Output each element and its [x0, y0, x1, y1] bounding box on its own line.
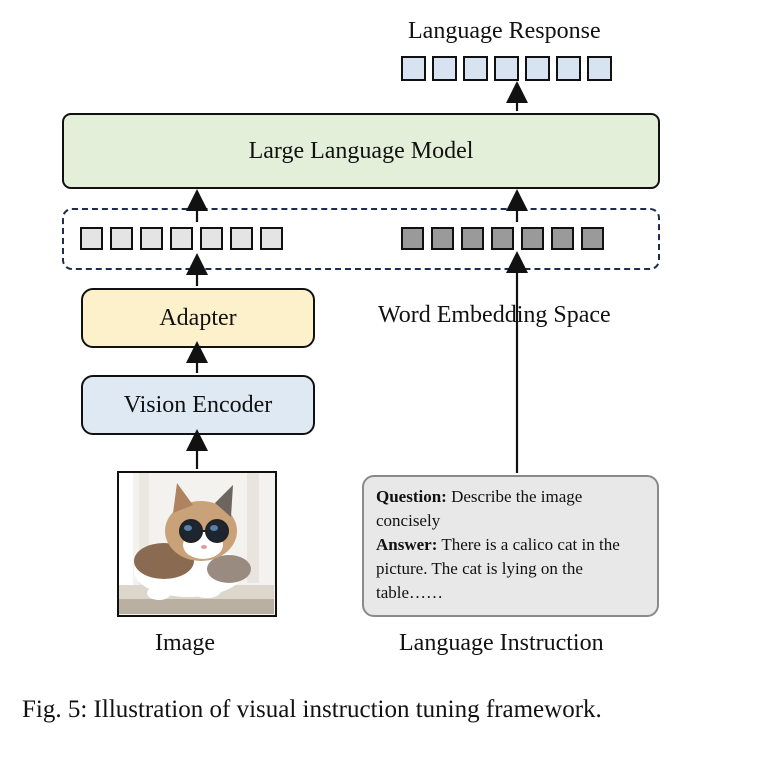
response-token: [432, 56, 457, 81]
text-token: [401, 227, 424, 250]
response-token: [556, 56, 581, 81]
large-language-model-label: Large Language Model: [248, 137, 474, 164]
question-text: Describe the image concisely: [376, 487, 583, 530]
adapter-label: Adapter: [159, 304, 237, 331]
answer-text: There is a calico cat in the picture. Th…: [376, 535, 620, 602]
vision-encoder-label: Vision Encoder: [123, 391, 273, 418]
response-token-row: [401, 56, 612, 81]
word-embedding-space-label: Word Embedding Space: [378, 302, 611, 328]
language-response-label: Language Response: [408, 18, 601, 44]
question-key: Question:: [376, 487, 447, 506]
cat-illustration: [119, 473, 274, 614]
instruction-box: Question: Describe the image concisely A…: [362, 475, 659, 617]
text-token: [551, 227, 574, 250]
image-token-row: [80, 227, 283, 250]
image-token: [110, 227, 133, 250]
image-token: [230, 227, 253, 250]
response-token: [587, 56, 612, 81]
language-instruction-label: Language Instruction: [399, 630, 604, 656]
image-token: [80, 227, 103, 250]
figure-caption: Fig. 5: Illustration of visual instructi…: [22, 696, 602, 723]
image-token: [140, 227, 163, 250]
text-token-row: [401, 227, 604, 250]
text-token: [521, 227, 544, 250]
text-token: [431, 227, 454, 250]
image-token: [260, 227, 283, 250]
text-token: [461, 227, 484, 250]
response-token: [463, 56, 488, 81]
image-token: [200, 227, 223, 250]
answer-key: Answer:: [376, 535, 438, 554]
image-token: [170, 227, 193, 250]
response-token: [401, 56, 426, 81]
text-token: [581, 227, 604, 250]
response-token: [525, 56, 550, 81]
word-embedding-region: [62, 208, 660, 270]
cat-image: [117, 471, 277, 617]
large-language-model-box: Large Language Model: [62, 113, 660, 189]
text-token: [491, 227, 514, 250]
image-label: Image: [155, 630, 215, 656]
response-token: [494, 56, 519, 81]
